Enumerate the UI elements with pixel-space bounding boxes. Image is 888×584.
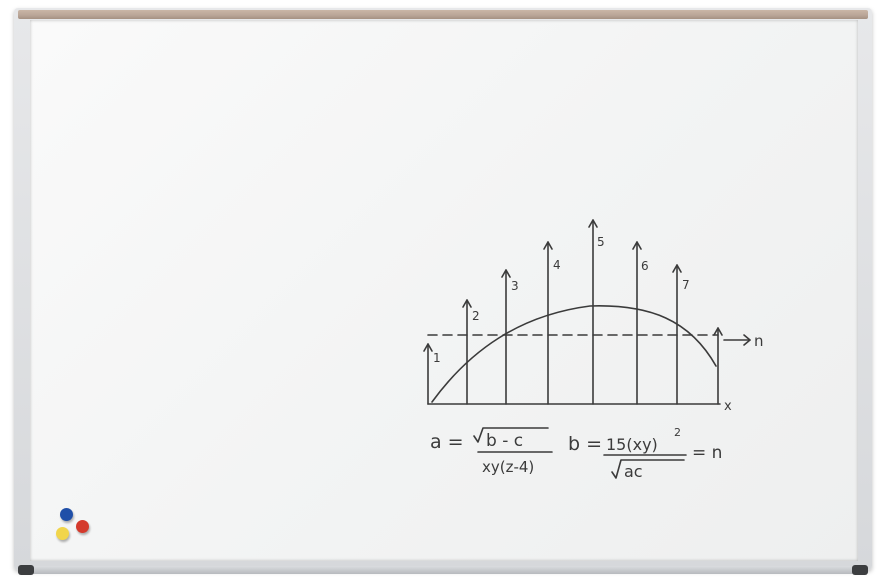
eq2-rhs: = n (692, 443, 722, 463)
graph-bar-arrowhead (501, 269, 511, 278)
eq1-lhs: a = (430, 431, 464, 453)
eq2-lhs: b = (568, 433, 602, 455)
bar-label-6: 6 (641, 259, 649, 273)
graph-n-arrow-head (743, 334, 751, 346)
bar-label-2: 2 (472, 309, 480, 323)
graph-bar-arrowhead (462, 299, 472, 308)
graph-x-axis-label: x (724, 399, 732, 414)
graph-vertical-arrows (423, 219, 723, 405)
graph-bar-arrowhead (672, 264, 682, 273)
graph-bar-arrowhead (632, 241, 642, 250)
eq2-sqrt-sign (611, 459, 685, 479)
graph-curve (431, 305, 717, 403)
bar-label-3: 3 (511, 279, 519, 293)
eq2-exponent: 2 (674, 426, 681, 439)
bar-label-7: 7 (682, 278, 690, 292)
graph-n-label: n (754, 332, 764, 350)
graph-bar-arrowhead (423, 343, 433, 352)
tray-end-cap-right (852, 565, 868, 575)
whiteboard-surface (30, 20, 858, 561)
bar-label-4: 4 (553, 258, 561, 272)
eq1-numerator: b - c (486, 431, 523, 451)
graph-bar-arrowhead (543, 241, 553, 250)
red-magnet[interactable] (76, 520, 89, 533)
bar-label-1: 1 (433, 351, 441, 365)
blue-magnet[interactable] (60, 508, 73, 521)
eq1-sqrt-sign (473, 427, 549, 443)
marker-tray (22, 566, 864, 574)
graph-bar-labels: 1 2 3 4 5 6 7 (433, 235, 690, 365)
bar-label-5: 5 (597, 235, 605, 249)
eq2-denominator: ac (624, 462, 643, 481)
eq1-denominator: xy(z-4) (482, 458, 534, 476)
whiteboard-top-rail (18, 10, 868, 19)
graph-bar-arrowhead (713, 327, 723, 336)
tray-end-cap-left (18, 565, 34, 575)
yellow-magnet[interactable] (56, 527, 69, 540)
graph-bar-arrowhead (588, 219, 598, 228)
eq2-numerator: 15(xy) (606, 435, 658, 454)
